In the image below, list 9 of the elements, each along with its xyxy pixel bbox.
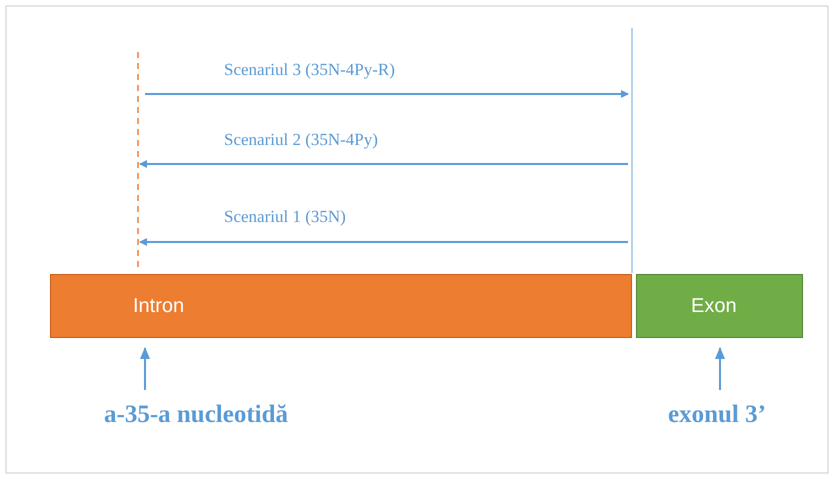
intron-bar: Intron bbox=[50, 274, 632, 338]
exon-bar: Exon bbox=[636, 274, 803, 338]
arrow bbox=[140, 347, 150, 390]
arrow bbox=[715, 347, 725, 390]
scenario-label: Scenariul 2 (35N-4Py) bbox=[224, 130, 378, 150]
scenario-label: Scenariul 3 (35N-4Py-R) bbox=[224, 60, 395, 80]
position-label: a-35-a nucleotidă bbox=[104, 398, 366, 432]
exon-label: exonul 3’ bbox=[668, 398, 788, 432]
scenario-label: Scenariul 1 (35N) bbox=[224, 207, 346, 227]
